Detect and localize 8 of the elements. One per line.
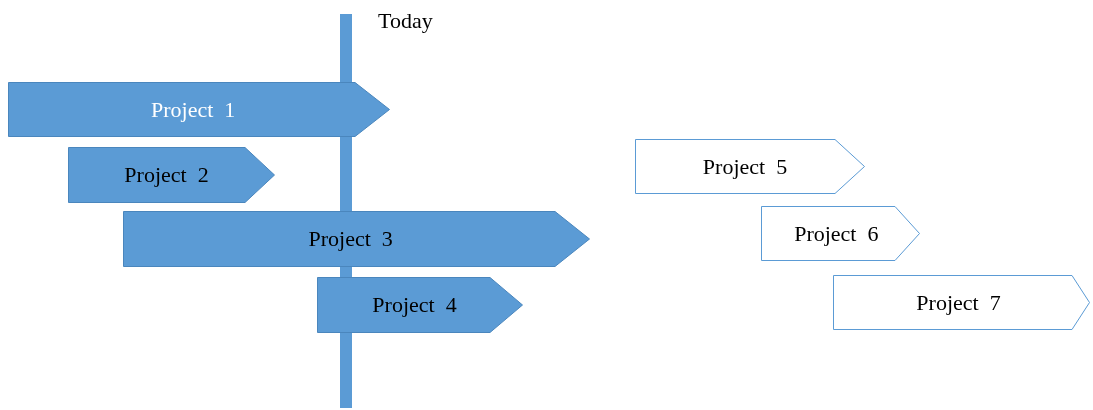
today-label: Today [378,8,433,34]
project-label: Project 7 [916,289,1001,316]
project-label: Project 4 [372,292,457,318]
project-label: Project 1 [151,96,236,123]
project-label: Project 2 [124,162,209,188]
project-label: Project 6 [794,220,879,247]
project-label: Project 3 [308,226,393,252]
project-label: Project 5 [702,153,788,180]
